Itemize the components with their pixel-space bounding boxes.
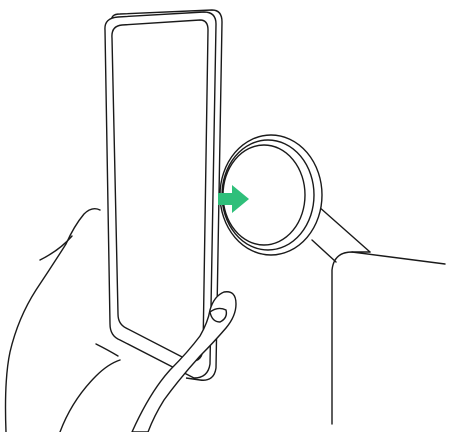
stand-icon [312, 206, 445, 424]
phone-icon [105, 10, 222, 380]
